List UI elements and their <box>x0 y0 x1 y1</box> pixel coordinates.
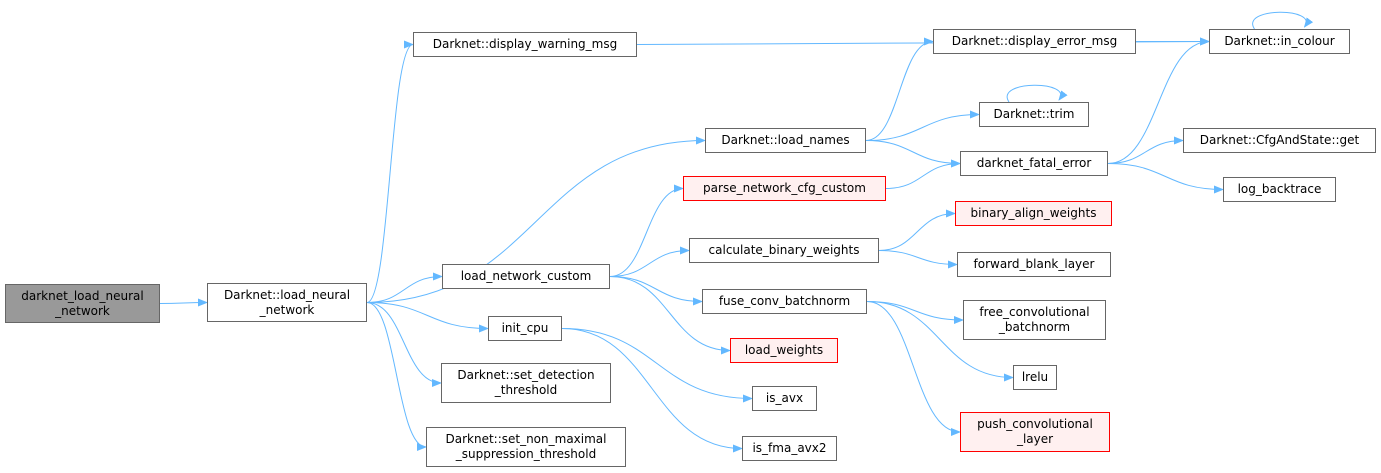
edge-calculate-binary-weights-to-forward-blank-layer <box>878 250 958 269</box>
edge-darknet-fatal-error-to-in-colour <box>1107 37 1210 164</box>
node-display-error-msg[interactable]: Darknet::display_error_msg <box>933 29 1136 54</box>
edge-fuse-conv-batchnorm-to-free-convolutional-batchnorm <box>866 301 964 324</box>
edge-calculate-binary-weights-to-binary-align-weights <box>878 209 956 251</box>
node-is-fma-avx2[interactable]: is_fma_avx2 <box>742 436 837 461</box>
node-load-weights[interactable]: load_weights <box>730 338 838 363</box>
edge-darknet-fatal-error-to-cfg-get <box>1107 136 1184 164</box>
node-push-convolutional-layer[interactable]: push_convolutional _layer <box>960 412 1110 452</box>
node-init-cpu[interactable]: init_cpu <box>488 316 562 341</box>
node-log-backtrace[interactable]: log_backtrace <box>1223 177 1336 202</box>
node-load-network-custom[interactable]: load_network_custom <box>442 264 610 289</box>
edge-load-neural-network-to-display-warning-msg <box>366 40 414 303</box>
edge-init-cpu-to-is-fma-avx2 <box>561 328 743 453</box>
edge-init-cpu-to-is-avx <box>561 328 753 403</box>
edge-load-neural-network-to-set-nms-threshold <box>366 302 427 451</box>
edge-load-neural-network-to-set-detection-threshold <box>366 302 442 387</box>
edge-in-colour-to-in-colour <box>1252 11 1314 30</box>
node-forward-blank-layer[interactable]: forward_blank_layer <box>957 252 1111 277</box>
node-load-names[interactable]: Darknet::load_names <box>705 128 866 153</box>
node-is-avx[interactable]: is_avx <box>752 386 817 411</box>
edge-load-neural-network-to-load-names <box>366 136 706 303</box>
edge-load-neural-network-to-load-network-custom <box>366 272 443 303</box>
edge-load-names-to-trim <box>865 110 980 141</box>
node-darknet-fatal-error[interactable]: darknet_fatal_error <box>960 151 1108 176</box>
edge-parse-network-cfg-custom-to-darknet-fatal-error <box>885 159 961 189</box>
edge-load-network-custom-to-parse-network-cfg-custom <box>609 184 684 277</box>
edge-trim-to-trim <box>1006 84 1068 103</box>
edge-root-to-load-neural-network <box>159 298 208 307</box>
edge-fuse-conv-batchnorm-to-lrelu <box>866 301 1014 382</box>
edge-load-network-custom-to-load-weights <box>609 276 731 355</box>
node-binary-align-weights[interactable]: binary_align_weights <box>955 201 1112 226</box>
edge-darknet-fatal-error-to-log-backtrace <box>1107 163 1224 194</box>
node-set-nms-threshold[interactable]: Darknet::set_non_maximal _suppression_th… <box>426 427 626 467</box>
node-fuse-conv-batchnorm[interactable]: fuse_conv_batchnorm <box>702 289 867 314</box>
node-free-convolutional-batchnorm[interactable]: free_convolutional _batchnorm <box>963 300 1106 340</box>
edge-load-network-custom-to-calculate-binary-weights <box>609 246 690 277</box>
edge-load-names-to-display-error-msg <box>865 37 934 141</box>
node-trim[interactable]: Darknet::trim <box>979 102 1089 127</box>
node-load-neural-network[interactable]: Darknet::load_neural _network <box>207 283 367 322</box>
edge-load-neural-network-to-init-cpu <box>366 302 489 333</box>
edge-load-names-to-darknet-fatal-error <box>865 140 961 168</box>
node-in-colour[interactable]: Darknet::in_colour <box>1209 29 1350 54</box>
node-root[interactable]: darknet_load_neural _network <box>5 284 160 323</box>
node-lrelu[interactable]: lrelu <box>1013 365 1057 390</box>
node-set-detection-threshold[interactable]: Darknet::set_detection _threshold <box>441 363 611 403</box>
node-cfg-get[interactable]: Darknet::CfgAndState::get <box>1183 128 1376 153</box>
node-calculate-binary-weights[interactable]: calculate_binary_weights <box>689 238 879 263</box>
node-parse-network-cfg-custom[interactable]: parse_network_cfg_custom <box>683 176 886 201</box>
edge-fuse-conv-batchnorm-to-push-convolutional-layer <box>866 301 961 436</box>
node-display-warning-msg[interactable]: Darknet::display_warning_msg <box>413 32 637 57</box>
